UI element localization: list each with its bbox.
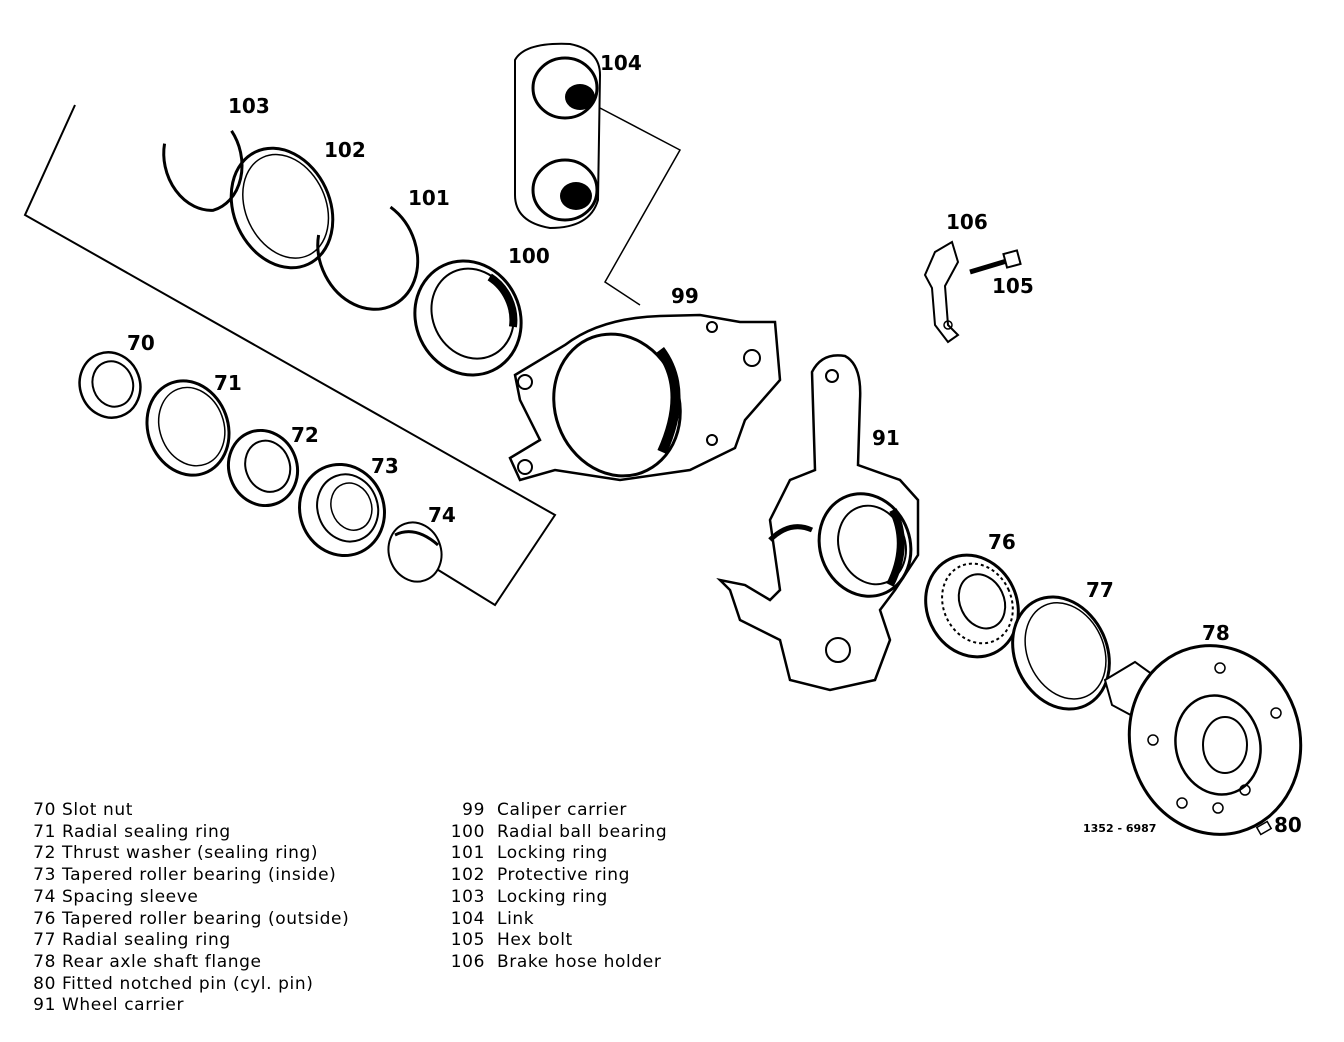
legend-item-text: Protective ring [497, 865, 631, 886]
legend-item-text: Link [497, 908, 535, 929]
part-106-brake-hose-holder [923, 240, 960, 344]
legend-item-number: 73 [33, 865, 56, 886]
legend-item-number: 91 [33, 995, 56, 1016]
legend-item: 78 Rear axle shaft flange [24, 952, 349, 974]
legend-item-number: 77 [33, 930, 56, 951]
legend-item-number: 70 [33, 800, 56, 820]
legend-item: 71 Radial sealing ring [24, 822, 349, 844]
callout-106: 106 [946, 210, 988, 234]
legend-item: 99 Caliper carrier [440, 800, 667, 822]
part-101-locking-ring [316, 205, 420, 311]
part-78-rear-axle-shaft-flange [1103, 644, 1303, 836]
legend-item-number: 99 [462, 800, 485, 820]
part-73-tapered-roller-bearing-inside [298, 462, 386, 558]
callout-104: 104 [600, 51, 642, 75]
legend-item-text: Radial sealing ring [62, 821, 231, 842]
callout-100: 100 [508, 244, 550, 268]
part-91-wheel-carrier [716, 354, 920, 692]
assembly-frame-outline [23, 104, 557, 607]
callout-76: 76 [988, 530, 1016, 554]
callout-101: 101 [408, 186, 450, 210]
part-70-slot-nut [78, 351, 142, 419]
callout-73: 73 [371, 454, 399, 478]
legend-item-text: Thrust washer (sealing ring) [62, 843, 319, 864]
legend-item: 102 Protective ring [440, 865, 667, 887]
link-frame-outline [599, 107, 682, 306]
part-74-spacing-sleeve [387, 521, 443, 583]
legend-item: 91 Wheel carrier [24, 995, 349, 1017]
part-99-caliper-carrier [508, 313, 782, 482]
legend-item: 72 Thrust washer (sealing ring) [24, 843, 349, 865]
legend-item-text: Slot nut [62, 800, 133, 820]
legend-item: 103 Locking ring [440, 887, 667, 909]
legend-item: 74 Spacing sleeve [24, 887, 349, 909]
legend-item-text: Spacing sleeve [62, 886, 199, 907]
part-105-hex-bolt [969, 249, 1022, 275]
callout-105: 105 [992, 274, 1034, 298]
legend-item-text: Fitted notched pin (cyl. pin) [62, 973, 314, 994]
callout-102: 102 [324, 138, 366, 162]
legend-item-text: Locking ring [497, 843, 608, 864]
callout-103: 103 [228, 94, 270, 118]
legend-item: 101 Locking ring [440, 843, 667, 865]
callout-99: 99 [671, 284, 699, 308]
legend-item-text: Rear axle shaft flange [62, 951, 262, 972]
part-103-locking-ring [162, 130, 244, 212]
callout-91: 91 [872, 426, 900, 450]
legend-item-number: 105 [450, 930, 485, 951]
legend-item-text: Hex bolt [497, 930, 573, 951]
legend-item-number: 72 [33, 843, 56, 864]
callout-78: 78 [1202, 621, 1230, 645]
legend-item-number: 103 [450, 886, 485, 907]
legend-item: 76 Tapered roller bearing (outside) [24, 909, 349, 931]
part-71-radial-sealing-ring [145, 379, 231, 477]
legend-item-text: Tapered roller bearing (outside) [62, 908, 350, 929]
legend-item-text: Radial ball bearing [497, 821, 668, 842]
callout-71: 71 [214, 371, 242, 395]
part-104-link [514, 42, 602, 230]
legend-item-text: Wheel carrier [62, 995, 185, 1016]
legend-item-number: 102 [450, 865, 485, 886]
legend-item: 70 Slot nut [24, 800, 349, 822]
legend-item-text: Brake hose holder [497, 951, 662, 972]
legend-item-number: 106 [450, 951, 485, 972]
part-102-protective-ring [229, 146, 335, 270]
part-72-thrust-washer [227, 428, 299, 508]
legend-item-number: 76 [33, 908, 56, 929]
part-100-radial-ball-bearing [413, 259, 523, 377]
legend-item: 106 Brake hose holder [440, 952, 667, 974]
legend-item-text: Tapered roller bearing (inside) [62, 865, 337, 886]
legend-item: 105 Hex bolt [440, 930, 667, 952]
legend-item: 73 Tapered roller bearing (inside) [24, 865, 349, 887]
legend-item: 100 Radial ball bearing [440, 822, 667, 844]
legend-item-number: 100 [450, 821, 485, 842]
legend-item-text: Locking ring [497, 886, 608, 907]
legend-item-number: 101 [450, 843, 485, 864]
legend-item: 80 Fitted notched pin (cyl. pin) [24, 974, 349, 996]
callout-77: 77 [1086, 578, 1114, 602]
callout-74: 74 [428, 503, 456, 527]
part-76-tapered-roller-bearing-outside [924, 553, 1020, 659]
legend-item: 77 Radial sealing ring [24, 930, 349, 952]
callout-72: 72 [291, 423, 319, 447]
legend-item-number: 104 [450, 908, 485, 929]
part-77-radial-sealing-ring [1011, 595, 1111, 711]
part-80-fitted-notched-pin [1255, 820, 1273, 836]
legend-item-text: Caliper carrier [497, 800, 627, 820]
figure-code: 1352 - 6987 [1083, 822, 1156, 835]
legend-item-text: Radial sealing ring [62, 930, 231, 951]
legend-item-number: 74 [33, 886, 56, 907]
callout-70: 70 [127, 331, 155, 355]
legend-item-number: 78 [33, 951, 56, 972]
callout-80: 80 [1274, 813, 1302, 837]
legend-item-number: 71 [33, 821, 56, 842]
legend-item: 104 Link [440, 909, 667, 931]
legend-item-number: 80 [33, 973, 56, 994]
